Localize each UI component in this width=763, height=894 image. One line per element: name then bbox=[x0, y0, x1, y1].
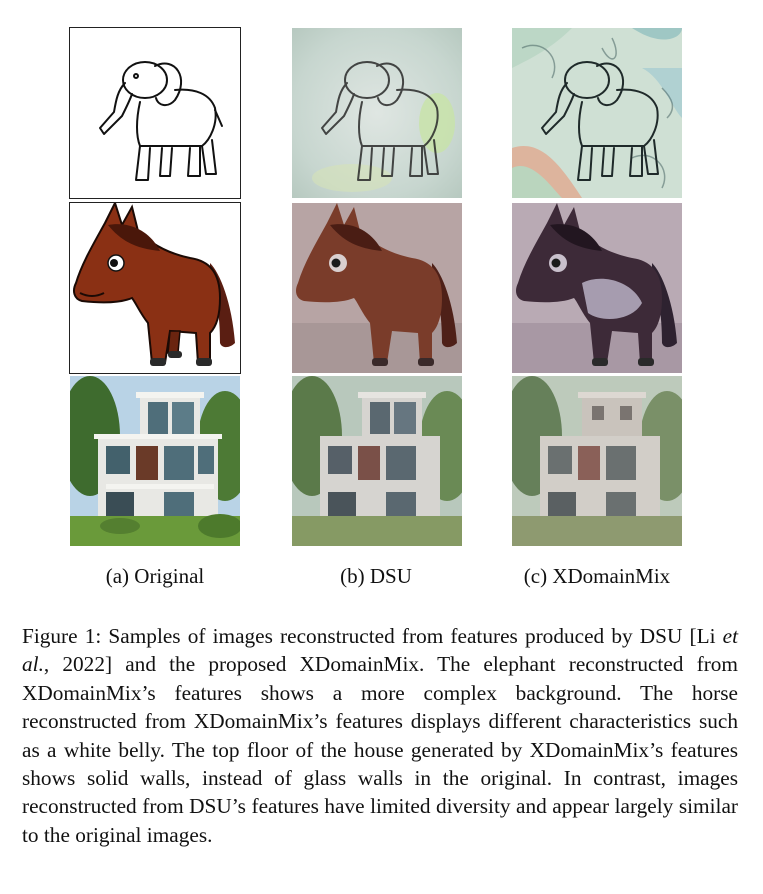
xdomainmix-elephant-image bbox=[512, 28, 682, 198]
subfigure-label-dsu: (b) DSU bbox=[340, 564, 412, 588]
caption-prefix: Figure 1: Samples of images reconstructe… bbox=[22, 624, 723, 648]
dsu-elephant-image bbox=[292, 28, 462, 198]
subfigure-label-xdomainmix: (c) XDomainMix bbox=[523, 564, 671, 588]
caption-suffix: , 2022] and the proposed XDomainMix. The… bbox=[22, 652, 738, 847]
caption-et-al: et al. bbox=[22, 624, 738, 677]
subfigure-label-original: (a) Original bbox=[105, 564, 205, 588]
original-elephant-image bbox=[69, 27, 241, 199]
dsu-horse-image bbox=[292, 203, 462, 373]
figure-caption: Figure 1: Samples of images reconstructe… bbox=[22, 622, 738, 849]
original-horse-image bbox=[69, 202, 241, 374]
dsu-house-image bbox=[292, 376, 462, 546]
xdomainmix-house-image bbox=[512, 376, 682, 546]
xdomainmix-horse-image bbox=[512, 203, 682, 373]
original-house-image bbox=[70, 376, 240, 546]
